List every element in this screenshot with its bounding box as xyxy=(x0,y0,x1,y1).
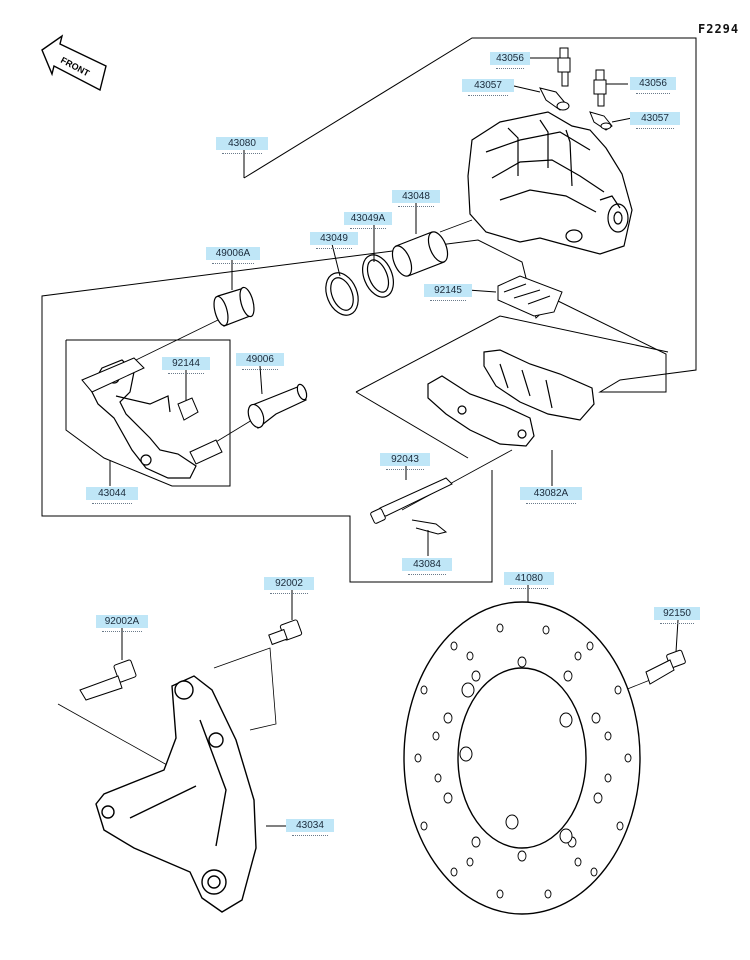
part-tag-92145[interactable]: 92145 xyxy=(424,284,472,297)
leader-43057a xyxy=(513,85,541,93)
part-tag-92002a[interactable]: 92002A xyxy=(96,615,148,628)
slide-pin-icon xyxy=(81,357,223,465)
part-tag-underline xyxy=(102,631,142,632)
group-outline-bracket xyxy=(65,339,231,487)
axis-piston-line xyxy=(439,219,473,233)
part-tag-92043[interactable]: 92043 xyxy=(380,453,430,466)
group-outline-pads-lower xyxy=(355,391,469,459)
part-tag-43034[interactable]: 43034 xyxy=(286,819,334,832)
part-tag-43056[interactable]: 43056 xyxy=(630,77,676,90)
bleeder-valve-icon xyxy=(557,47,607,107)
axis-bolt-a-line xyxy=(57,703,177,771)
part-tag-underline xyxy=(316,248,352,249)
part-tag-43057[interactable]: 43057 xyxy=(630,112,680,125)
part-tag-underline xyxy=(398,206,434,207)
part-tag-49006[interactable]: 49006 xyxy=(236,353,284,366)
part-tag-92150[interactable]: 92150 xyxy=(654,607,700,620)
part-tag-underline xyxy=(510,588,548,589)
retainer-clip-icon xyxy=(177,397,199,421)
part-tag-43049[interactable]: 43049 xyxy=(310,232,358,245)
rubber-boot-icon xyxy=(247,383,308,429)
part-tag-43057[interactable]: 43057 xyxy=(462,79,514,92)
bleeder-cap-icon xyxy=(539,87,613,131)
group-outline-pads xyxy=(355,315,669,393)
part-tag-underline xyxy=(408,574,446,575)
part-tag-43056[interactable]: 43056 xyxy=(490,52,530,65)
part-tag-underline xyxy=(468,95,508,96)
caliper-mount-bracket-icon xyxy=(95,675,257,913)
part-tag-41080[interactable]: 41080 xyxy=(504,572,554,585)
part-tag-92002[interactable]: 92002 xyxy=(264,577,314,590)
part-tag-underline xyxy=(222,153,262,154)
brake-disc-icon xyxy=(403,601,641,915)
part-tag-underline xyxy=(636,128,674,129)
leader-92145 xyxy=(467,289,497,293)
part-tag-43044[interactable]: 43044 xyxy=(86,487,138,500)
part-tag-underline xyxy=(270,593,308,594)
part-tag-43082a[interactable]: 43082A xyxy=(520,487,582,500)
piston-icon xyxy=(391,231,449,277)
part-tag-92144[interactable]: 92144 xyxy=(162,357,210,370)
leader-49006 xyxy=(259,365,263,395)
part-tag-underline xyxy=(430,300,466,301)
part-tag-underline xyxy=(350,228,386,229)
part-tag-underline xyxy=(242,369,278,370)
pad-pin-icon xyxy=(370,477,453,524)
brake-pad-icon xyxy=(427,349,595,447)
part-tag-underline xyxy=(496,68,524,69)
part-tag-underline xyxy=(168,373,204,374)
leader-92150 xyxy=(675,619,679,653)
pad-spring-icon xyxy=(497,275,563,317)
axis-pad-pin-line xyxy=(401,449,513,511)
part-tag-43080[interactable]: 43080 xyxy=(216,137,268,150)
caliper-body-icon xyxy=(467,111,633,255)
leader-43057b xyxy=(611,117,633,123)
axis-bolt-line xyxy=(213,647,277,731)
dust-seal-icon xyxy=(325,272,359,316)
part-tag-underline xyxy=(386,469,424,470)
part-tag-49006a[interactable]: 49006A xyxy=(206,247,260,260)
piston-seal-icon xyxy=(362,254,394,298)
bolt-icon xyxy=(268,619,303,646)
part-tag-underline xyxy=(636,93,670,94)
part-tag-underline xyxy=(292,835,328,836)
leader-43049 xyxy=(331,243,341,277)
rubber-boot-a-icon xyxy=(213,286,255,327)
pin-clip-icon xyxy=(411,519,448,535)
part-tag-underline xyxy=(660,623,694,624)
part-tag-underline xyxy=(92,503,132,504)
part-tag-43084[interactable]: 43084 xyxy=(402,558,452,571)
bolt-a-icon xyxy=(79,659,137,701)
part-tag-43048[interactable]: 43048 xyxy=(392,190,440,203)
part-tag-43049a[interactable]: 43049A xyxy=(344,212,392,225)
axis-sleeve-line xyxy=(135,319,219,361)
front-direction-icon: FRONT xyxy=(41,34,107,92)
disc-bolt-icon xyxy=(645,649,686,685)
part-tag-underline xyxy=(526,503,576,504)
figure-code: F2294 xyxy=(698,22,740,36)
part-tag-underline xyxy=(212,263,254,264)
